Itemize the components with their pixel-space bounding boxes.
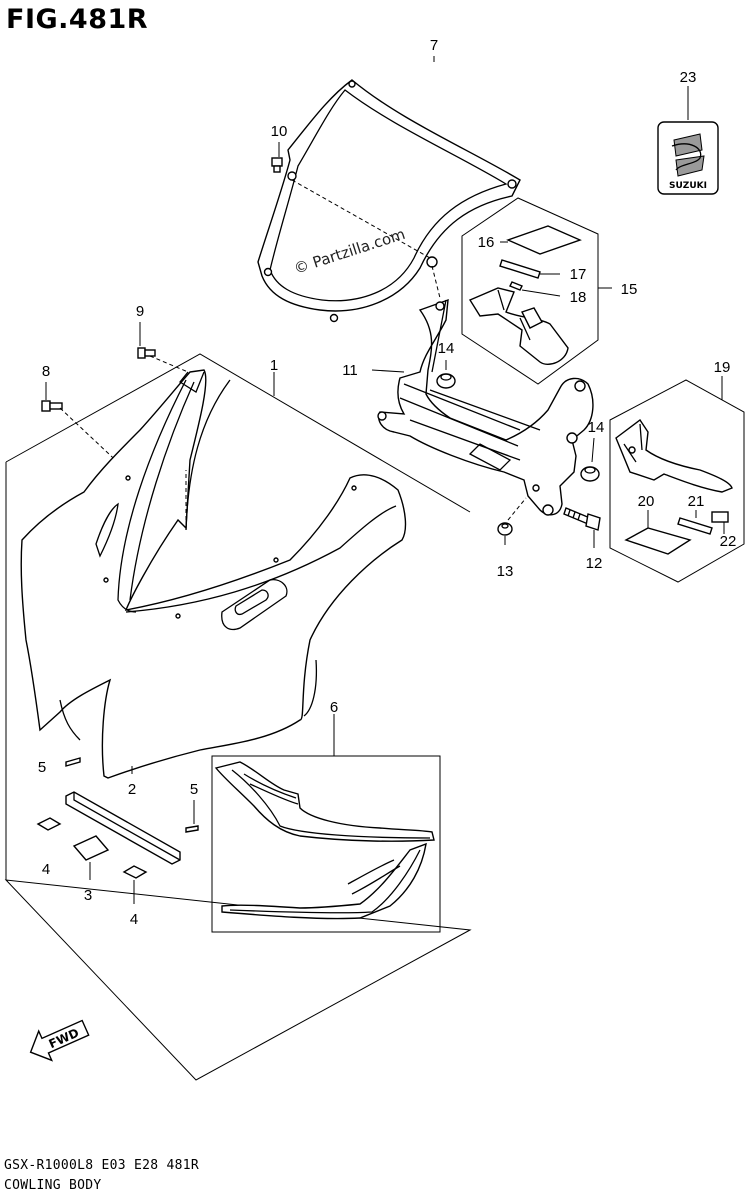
callout-1: 1 (270, 357, 278, 374)
callout-5a: 5 (38, 759, 46, 776)
callout-15: 15 (621, 281, 638, 298)
callout-3: 3 (84, 887, 92, 904)
callout-17: 17 (570, 266, 587, 283)
callout-8: 8 (42, 363, 50, 380)
callout-16: 16 (478, 234, 495, 251)
pad-16 (506, 225, 582, 255)
inner-panel-lower (221, 842, 427, 920)
clip-5-right (185, 825, 199, 833)
figure-caption: COWLING BODY (4, 1178, 102, 1193)
mount-bracket-19 (615, 418, 733, 493)
pad-3 (72, 835, 110, 861)
clip-18 (509, 281, 523, 291)
callout-23: 23 (680, 69, 697, 86)
callout-21: 21 (688, 493, 705, 510)
inner-panel-upper (214, 761, 435, 842)
callout-18: 18 (570, 289, 587, 306)
callout-19: 19 (714, 359, 731, 376)
group-19-outline (609, 379, 745, 583)
screw-8 (41, 400, 63, 412)
emblem-text: SUZUKI (669, 181, 707, 191)
callout-14a: 14 (438, 340, 455, 357)
callout-13: 13 (497, 563, 514, 580)
grommet-14-right (580, 466, 600, 482)
callout-10: 10 (271, 123, 288, 140)
mount-bracket-15 (468, 287, 569, 366)
callout-7: 7 (430, 37, 438, 54)
pad-4-left (36, 817, 62, 831)
pad-20 (624, 527, 692, 555)
cowling-bracket (377, 298, 594, 516)
clip-5-left (65, 757, 81, 767)
callout-20: 20 (638, 493, 655, 510)
strip-17 (499, 259, 541, 279)
callouts: 1 2 3 4 4 5 5 6 7 8 9 10 11 12 13 14 14 … (38, 37, 737, 928)
figure-title: FIG.481R (6, 4, 149, 35)
clip-22 (711, 511, 729, 523)
model-code: GSX-R1000L8 E03 E28 481R (4, 1158, 200, 1173)
suzuki-emblem: SUZUKI (657, 121, 719, 195)
pad-4-right (122, 865, 148, 879)
callout-5b: 5 (190, 781, 198, 798)
windscreen (257, 79, 521, 323)
screw-10 (271, 157, 283, 173)
group-6-outline (211, 755, 441, 933)
group-15-outline (461, 197, 599, 385)
fwd-arrow: FWD (29, 1019, 90, 1062)
callout-9: 9 (136, 303, 144, 320)
callout-4b: 4 (130, 911, 138, 928)
callout-22: 22 (720, 533, 737, 550)
callout-2: 2 (128, 781, 136, 798)
callout-11: 11 (342, 362, 358, 379)
strip-21 (677, 517, 713, 535)
bolt-12 (563, 507, 601, 531)
trim-strip (65, 791, 181, 865)
callout-14b: 14 (588, 419, 605, 436)
callout-12: 12 (586, 555, 603, 572)
nut-13 (497, 522, 513, 536)
upper-cowling (20, 369, 407, 779)
callout-4a: 4 (42, 861, 50, 878)
callout-6: 6 (330, 699, 338, 716)
grommet-14-left (436, 373, 456, 389)
